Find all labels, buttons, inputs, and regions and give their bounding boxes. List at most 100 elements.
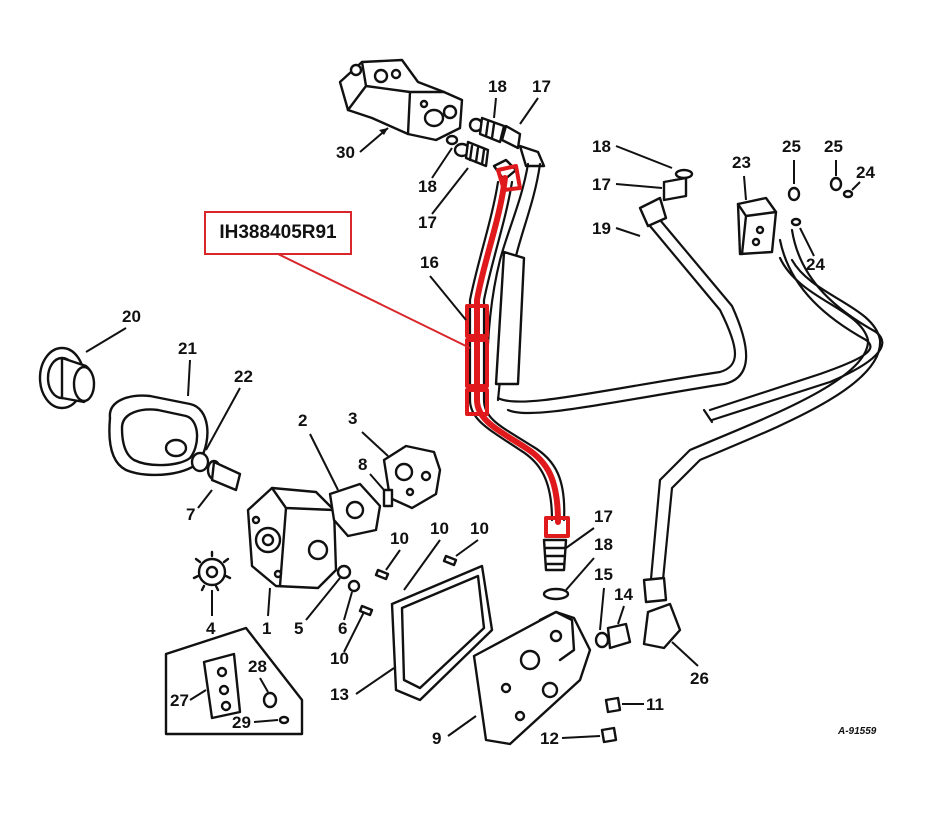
leader-28	[259, 677, 269, 693]
label-18a: 18	[488, 77, 507, 96]
gear-4	[192, 550, 232, 592]
label-21: 21	[178, 339, 197, 358]
fitting-7	[206, 459, 242, 492]
label-7: 7	[186, 505, 195, 524]
cover-9	[472, 610, 592, 746]
label-24b: 24	[806, 255, 825, 274]
cover-3	[382, 444, 442, 510]
label-24a: 24	[856, 163, 875, 182]
label-8: 8	[358, 455, 367, 474]
leader-5	[305, 577, 341, 621]
leader-12	[561, 735, 601, 739]
label-27: 27	[170, 691, 189, 710]
pump-1	[246, 486, 338, 590]
leader-6	[343, 591, 353, 621]
pin-10c	[442, 554, 458, 567]
label-17c: 17	[592, 175, 611, 194]
part-number-callout: IH388405R91	[204, 211, 352, 255]
leader-9	[447, 715, 477, 737]
label-17b: 17	[418, 213, 437, 232]
leader-10d	[343, 611, 365, 653]
label-1: 1	[262, 619, 271, 638]
leader-10b	[403, 539, 441, 591]
arrowhead	[379, 128, 388, 135]
label-22: 22	[234, 367, 253, 386]
gasket-2	[328, 482, 382, 538]
oring-25	[787, 186, 801, 202]
label-18b: 18	[418, 177, 437, 196]
washer-24b	[790, 217, 802, 227]
leader-13	[355, 667, 395, 695]
label-5: 5	[294, 619, 303, 638]
label-2: 2	[298, 411, 307, 430]
leader-29	[253, 719, 279, 723]
leader-17b	[431, 167, 469, 215]
leader-24b	[799, 227, 815, 257]
gasket-13	[390, 564, 494, 702]
label-3: 3	[348, 409, 357, 428]
label-15: 15	[594, 565, 613, 584]
label-17d: 17	[594, 507, 613, 526]
cap-20	[38, 346, 96, 410]
pin-8	[382, 488, 394, 508]
oring-5	[336, 564, 352, 580]
label-17a: 17	[532, 77, 551, 96]
leader-18b	[431, 147, 453, 179]
tube-24-route	[648, 228, 884, 592]
leader-2	[309, 433, 339, 491]
leader-17a	[519, 97, 539, 125]
leader-7	[197, 489, 213, 509]
label-18c: 18	[592, 137, 611, 156]
label-6: 6	[338, 619, 347, 638]
leader-21	[187, 359, 191, 397]
label-25b: 25	[824, 137, 843, 156]
leader-27	[189, 689, 207, 701]
leader-20	[85, 327, 127, 353]
fittings-right	[638, 168, 694, 228]
control-valve-30	[338, 58, 464, 142]
inset-27-28-29	[164, 626, 304, 736]
label-9: 9	[432, 729, 441, 748]
oring-6	[347, 579, 361, 593]
label-25a: 25	[782, 137, 801, 156]
leader-18c	[615, 145, 673, 169]
leader-18d	[565, 557, 595, 591]
leader-17c	[615, 183, 663, 189]
label-4: 4	[206, 619, 216, 638]
leader-10c	[455, 539, 479, 557]
label-30: 30	[336, 143, 355, 162]
label-10c: 10	[470, 519, 489, 538]
fittings-upper	[445, 116, 546, 182]
drawing-ref: A-91559	[837, 726, 877, 737]
label-11: 11	[646, 695, 664, 714]
leader-26	[671, 641, 699, 667]
pin-10a	[374, 568, 390, 581]
washer-24	[842, 189, 854, 199]
label-29: 29	[232, 713, 251, 732]
pin-10b	[358, 604, 374, 617]
leader-3	[361, 431, 389, 457]
leader-17d	[565, 527, 595, 549]
label-20: 20	[122, 307, 141, 326]
leader-8	[369, 473, 385, 491]
leader-15	[599, 587, 605, 631]
leader-14	[617, 605, 625, 625]
leader-24a	[851, 181, 861, 191]
leader-1	[267, 587, 271, 617]
label-26: 26	[690, 669, 709, 688]
leader-16	[429, 275, 467, 321]
label-16: 16	[420, 253, 439, 272]
leader-19	[615, 227, 641, 237]
leader-18a	[493, 97, 497, 119]
label-14: 14	[614, 585, 633, 604]
callout-leader	[277, 253, 471, 349]
label-10a: 10	[390, 529, 409, 548]
label-10d: 10	[330, 649, 349, 668]
fitting-25	[829, 176, 843, 192]
label-18d: 18	[594, 535, 613, 554]
highlighted-hose	[465, 164, 570, 538]
label-12: 12	[540, 729, 559, 748]
label-10b: 10	[430, 519, 449, 538]
fittings-lower	[542, 538, 682, 744]
